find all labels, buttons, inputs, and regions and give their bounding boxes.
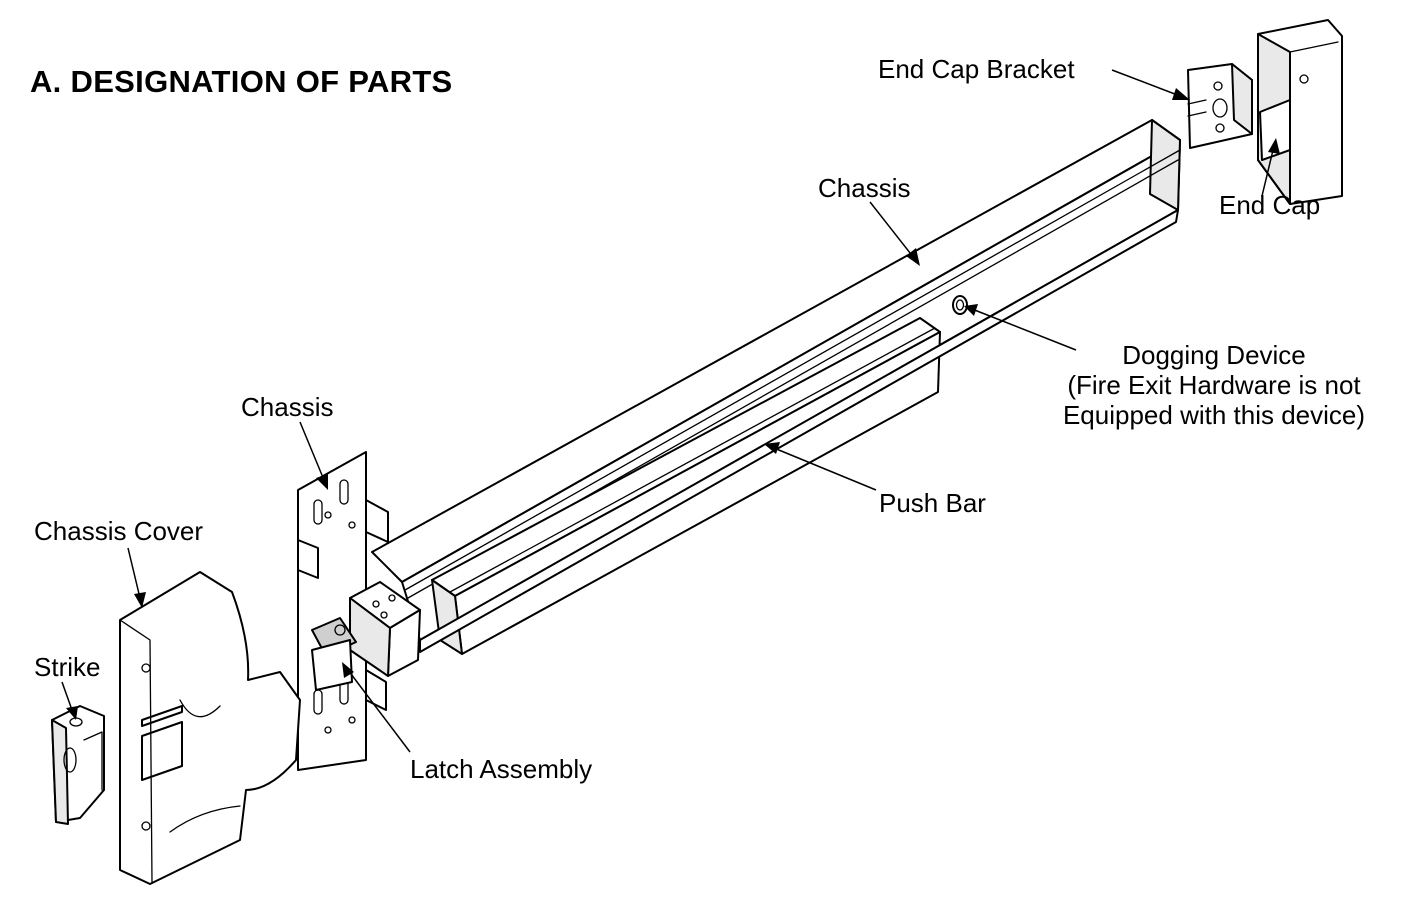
end-cap (1257, 19, 1343, 205)
chassis-cover (119, 571, 301, 885)
latch-assembly (311, 617, 357, 691)
label-dogging-device-line1: Dogging Device (1122, 340, 1306, 370)
label-dogging-device-line3: Equipped with this device) (1062, 400, 1366, 430)
chassis-bracket (297, 451, 389, 771)
latch-housing (349, 581, 421, 677)
leader-lines (61, 69, 1280, 753)
end-cap-bracket (1187, 63, 1253, 149)
label-strike: Strike (34, 652, 101, 682)
label-dogging-device-line2: (Fire Exit Hardware is not (1067, 370, 1361, 400)
chassis-rail-lower (419, 209, 1179, 653)
label-push-bar: Push Bar (879, 488, 986, 518)
label-chassis-cover: Chassis Cover (34, 516, 204, 546)
label-dogging-device: Dogging Device (Fire Exit Hardware is no… (1024, 340, 1403, 430)
label-latch-assembly: Latch Assembly (410, 754, 593, 784)
label-chassis-left: Chassis (241, 392, 334, 422)
label-end-cap-bracket: End Cap Bracket (878, 54, 1075, 84)
page-title: A. DESIGNATION OF PARTS (30, 64, 453, 99)
dogging-device (952, 295, 968, 315)
label-end-cap: End Cap (1219, 190, 1321, 220)
label-chassis-top: Chassis (818, 173, 911, 203)
strike (51, 705, 105, 825)
